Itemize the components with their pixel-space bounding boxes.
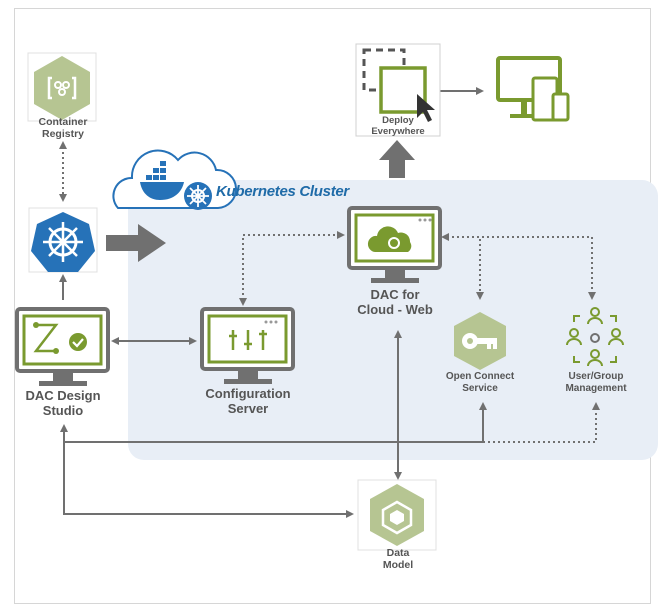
deploy-everywhere-label: Deploy Everywhere [371,115,425,137]
studio-datamodel-connector [60,424,354,518]
config-dac-connector [239,231,345,306]
configuration-server-label: Configuration Server [205,386,291,416]
container-registry-icon [27,52,97,122]
data-model-label: Data Model [382,547,414,572]
data-model-icon [357,479,437,551]
big-arrow-right [106,224,166,262]
user-group-icon [566,307,624,367]
docker-icon [140,161,184,200]
configuration-server-monitor-icon [200,307,295,384]
open-connect-label: Open Connect Service [445,371,515,394]
kubernetes-icon [28,207,98,273]
dac-design-studio-label: DAC Design Studio [25,388,101,418]
deploy-icon [355,43,441,137]
container-registry-label: Container Registry [38,116,88,141]
dac-design-studio-monitor-icon [15,307,110,386]
kubernetes-cluster-title: Kubernetes Cluster [216,183,349,200]
big-arrow-up [379,140,415,178]
dac-cloud-monitor-icon [347,206,442,283]
user-group-label: User/Group Management [565,371,627,394]
dac-usergroup-connector [447,236,596,300]
key-icon [454,312,506,370]
devices-icon [496,56,570,126]
kubernetes-small-icon [184,182,212,210]
dac-cloud-web-label: DAC for Cloud - Web [357,287,433,317]
studio-usergroup-connector [483,402,600,443]
